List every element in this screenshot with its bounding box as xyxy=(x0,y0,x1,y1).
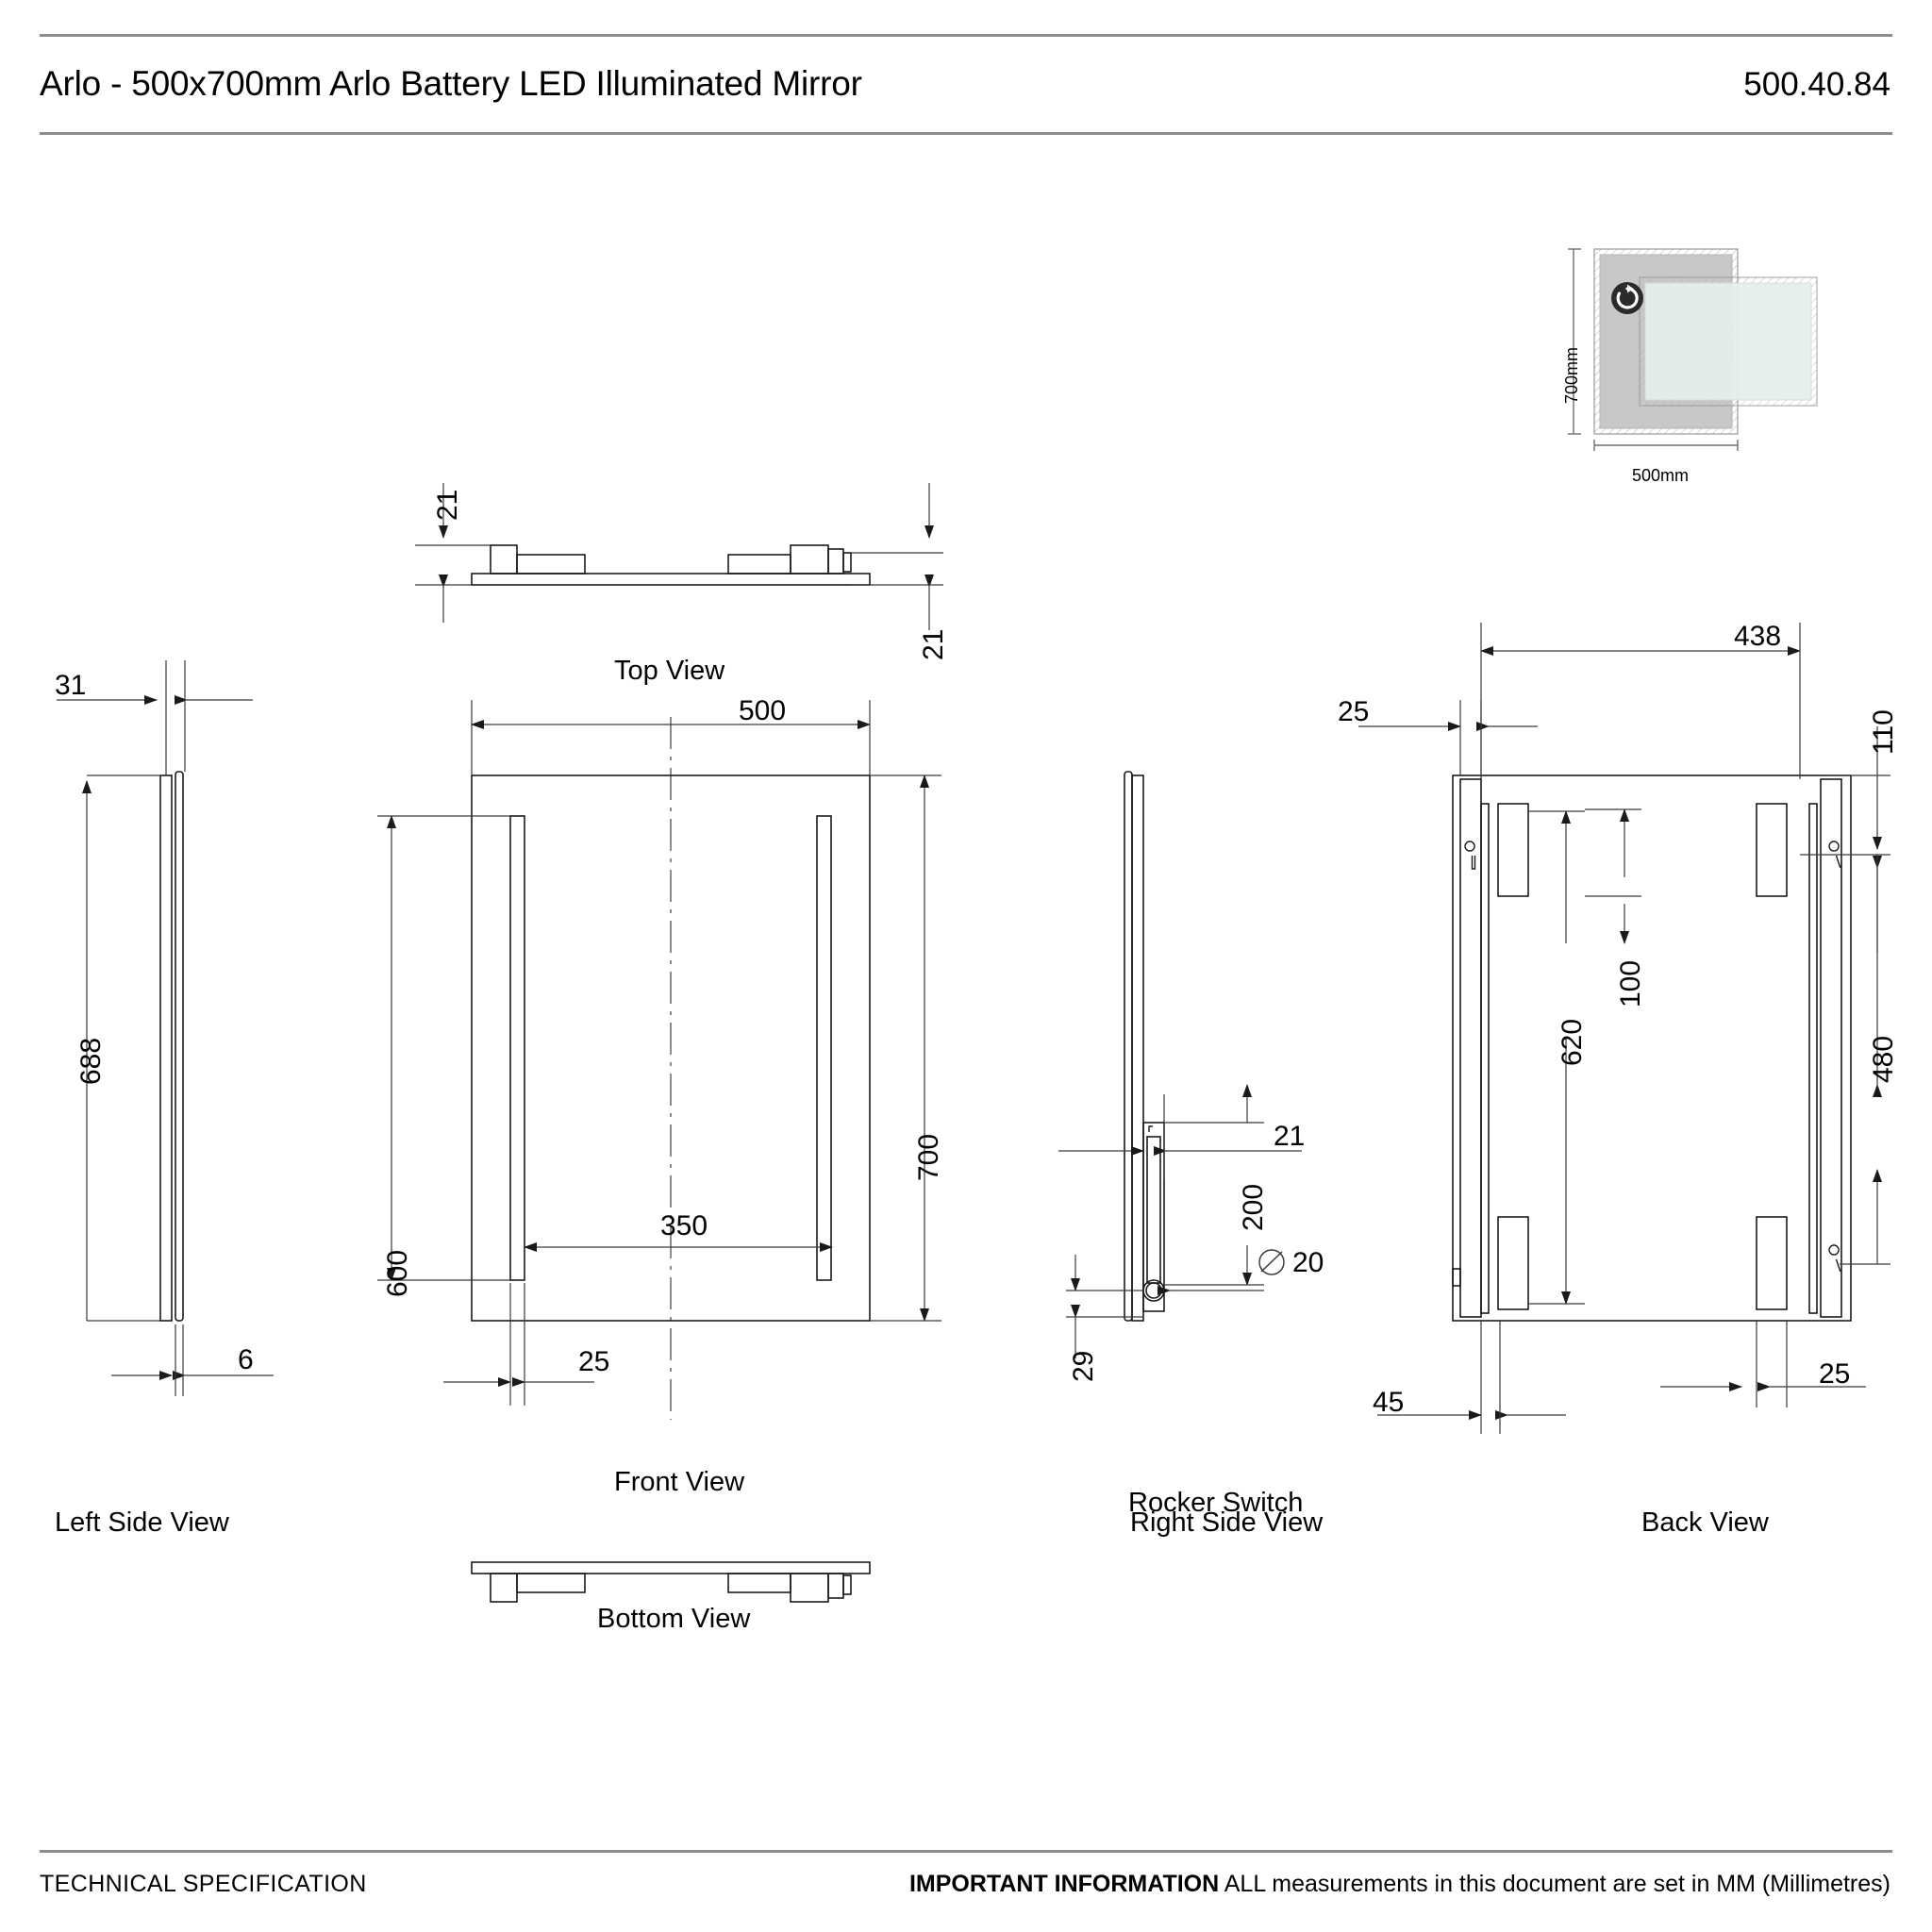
dim-back-bottom-right: 25 xyxy=(1819,1358,1851,1390)
product-thumbnail: 700mm 500mm xyxy=(1562,236,1887,486)
label-bottom-view: Bottom View xyxy=(597,1604,751,1634)
footer-important-label: IMPORTANT INFORMATION xyxy=(908,1871,1220,1897)
dim-front-led-offset: 350 xyxy=(660,1210,708,1241)
dim-front-height: 700 xyxy=(913,1133,944,1181)
dim-top-right-thickness: 21 xyxy=(918,628,949,660)
header-top-rule xyxy=(40,34,1892,37)
page-title: Arlo - 500x700mm Arlo Battery LED Illumi… xyxy=(40,64,862,103)
top-view-geometry xyxy=(471,544,871,586)
dim-left-glass: 6 xyxy=(238,1344,254,1375)
label-rocker-switch: Rocker Switch xyxy=(1128,1488,1304,1518)
left-side-view-geometry xyxy=(159,771,184,1322)
dim-back-top-offset: 110 xyxy=(1868,709,1899,755)
label-back-view: Back View xyxy=(1641,1507,1769,1538)
rotate-icon xyxy=(1611,282,1643,314)
front-view-dims xyxy=(377,700,941,1406)
dim-front-width: 500 xyxy=(739,695,787,726)
dim-right-switch-diameter: 20 xyxy=(1292,1247,1324,1278)
left-side-view-dims xyxy=(57,660,274,1396)
label-top-view: Top View xyxy=(614,656,725,686)
dim-front-led-height: 600 xyxy=(382,1249,413,1297)
right-side-view-geometry xyxy=(1124,771,1165,1322)
dim-back-edge-left: 25 xyxy=(1338,696,1370,727)
top-view-dims xyxy=(415,483,943,630)
dim-back-bracket-height: 620 xyxy=(1557,1018,1588,1066)
back-view-geometry xyxy=(1452,774,1852,1322)
footer-important-information: IMPORTANT INFORMATION ALL measurements i… xyxy=(909,1871,1890,1898)
dim-right-bottom-offset: 29 xyxy=(1068,1350,1099,1382)
label-front-view: Front View xyxy=(614,1467,745,1497)
dim-back-slot-span-vertical: 480 xyxy=(1868,1035,1899,1083)
header-bottom-rule xyxy=(40,132,1892,135)
dim-back-slot-span: 438 xyxy=(1734,621,1782,652)
dim-back-bottom-left: 45 xyxy=(1373,1387,1405,1418)
label-right-side-view: Right Side View xyxy=(1130,1507,1324,1538)
product-code: 500.40.84 xyxy=(1743,66,1890,103)
bottom-view-geometry xyxy=(471,1561,871,1603)
dim-top-left-thickness: 21 xyxy=(432,489,463,521)
right-side-view-dims xyxy=(1058,1084,1302,1358)
footer-rule xyxy=(40,1850,1892,1853)
dim-right-depth: 21 xyxy=(1274,1121,1306,1152)
front-view-geometry xyxy=(471,717,871,1420)
dim-left-depth: 31 xyxy=(55,670,87,701)
thumbnail-width-label: 500mm xyxy=(1632,466,1690,485)
back-view-dims xyxy=(1358,623,1890,1434)
dim-right-switch-position: 200 xyxy=(1238,1183,1269,1231)
dim-back-mid-gap: 100 xyxy=(1615,959,1646,1008)
dim-left-height: 688 xyxy=(75,1037,107,1085)
dim-front-led-width: 25 xyxy=(578,1346,610,1377)
label-left-side-view: Left Side View xyxy=(55,1507,229,1538)
footer-important-text: ALL measurements in this document are se… xyxy=(1219,1871,1890,1897)
footer-technical-specification: TECHNICAL SPECIFICATION xyxy=(40,1871,367,1897)
thumbnail-svg xyxy=(1568,248,1818,451)
